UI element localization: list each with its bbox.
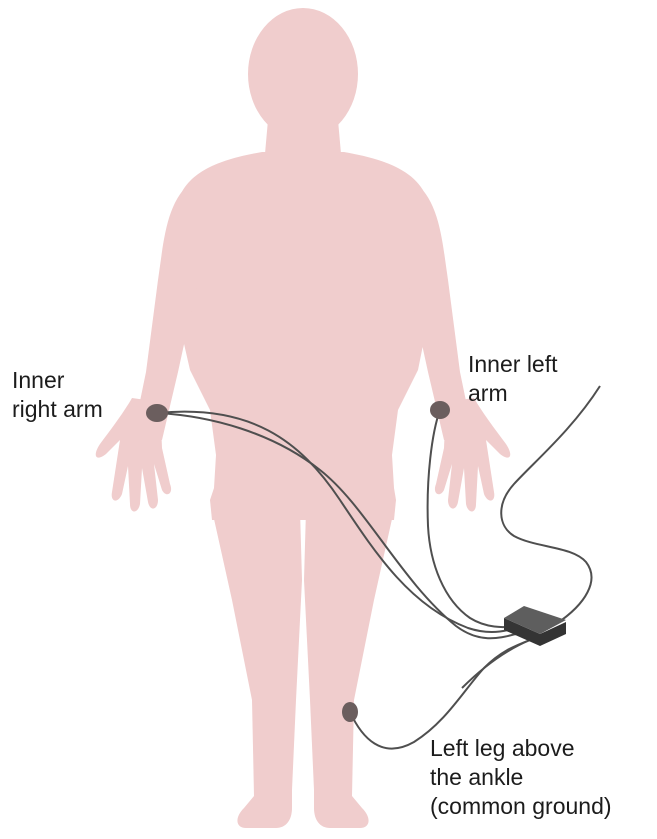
label-left-leg-ground: Left leg above the ankle (common ground) bbox=[430, 734, 612, 821]
electrode-left-leg bbox=[342, 702, 358, 722]
label-inner-right-arm: Inner right arm bbox=[12, 366, 103, 424]
recording-device bbox=[504, 606, 566, 646]
label-line: Inner bbox=[12, 366, 103, 395]
label-line: arm bbox=[468, 379, 558, 408]
right-leg bbox=[212, 510, 302, 828]
label-line: Inner left bbox=[468, 350, 558, 379]
electrode-right-arm bbox=[146, 404, 168, 422]
label-line: Left leg above bbox=[430, 734, 612, 763]
label-line: the ankle bbox=[430, 763, 612, 792]
label-line: right arm bbox=[12, 395, 103, 424]
torso bbox=[171, 152, 436, 520]
outgoing-cable bbox=[501, 386, 600, 624]
electrode-left-arm bbox=[430, 401, 450, 419]
left-leg-wire bbox=[350, 640, 530, 749]
label-inner-left-arm: Inner left arm bbox=[468, 350, 558, 408]
label-line: (common ground) bbox=[430, 792, 612, 821]
